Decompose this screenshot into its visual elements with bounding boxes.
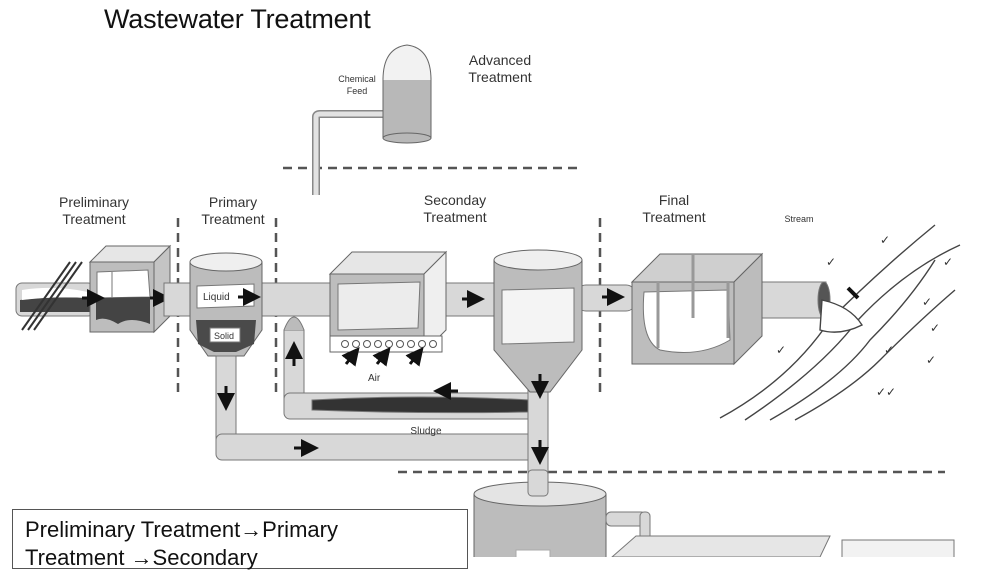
svg-text:✓: ✓ (880, 233, 890, 247)
caption-line-2: Treatment →Secondary (25, 545, 258, 570)
label-secondary-2: Treatment (423, 209, 486, 225)
influent-pipe (15, 261, 95, 331)
component-labels: Chemical Feed Stream Liquid Solid Air Sl… (203, 74, 814, 437)
secondary-clarifier (493, 249, 625, 399)
svg-text:✓: ✓ (884, 343, 894, 357)
label-preliminary-1: Preliminary (59, 194, 129, 210)
slide-title: Wastewater Treatment (104, 4, 371, 34)
label-primary-1: Primary (209, 194, 257, 210)
svg-text:✓✓: ✓✓ (876, 385, 896, 399)
caption-box: Preliminary Treatment→Primary Treatment … (12, 509, 468, 570)
primary-clarifier (189, 252, 263, 447)
wastewater-treatment-diagram: ✓✓✓ ✓✓✓ ✓✓✓✓ Preliminary Treatment Prima… (15, 44, 961, 557)
stage-dividers (176, 166, 945, 474)
svg-text:✓: ✓ (943, 255, 953, 269)
svg-text:✓: ✓ (926, 353, 936, 367)
return-sludge-pipe (283, 316, 543, 420)
stage-labels: Preliminary Treatment Primary Treatment … (59, 52, 706, 227)
stream (719, 224, 961, 421)
label-primary-2: Treatment (201, 211, 264, 227)
preliminary-tank (82, 244, 172, 334)
vegetation: ✓✓✓ ✓✓✓ ✓✓✓✓ (776, 233, 953, 399)
label-advanced-1: Advanced (469, 52, 531, 68)
svg-text:✓: ✓ (776, 343, 786, 357)
label-sludge: Sludge (410, 426, 442, 437)
label-chemical-feed-1: Chemical (338, 74, 376, 84)
label-stream: Stream (784, 214, 813, 224)
svg-text:✓: ✓ (930, 321, 940, 335)
label-liquid: Liquid (203, 292, 230, 303)
caption-line-1: Preliminary Treatment→Primary (25, 517, 338, 542)
aeration-tank (328, 250, 485, 367)
label-air: Air (368, 373, 381, 384)
label-solid: Solid (214, 331, 234, 341)
label-chemical-feed-2: Feed (347, 86, 368, 96)
sludge-digester (473, 469, 955, 557)
svg-text:✓: ✓ (922, 295, 932, 309)
label-preliminary-2: Treatment (62, 211, 125, 227)
final-treatment-tank (630, 252, 764, 366)
svg-text:✓: ✓ (826, 255, 836, 269)
label-advanced-2: Treatment (468, 69, 531, 85)
chemical-feed-tank (312, 44, 432, 195)
label-secondary-1: Seconday (424, 192, 486, 208)
label-final-1: Final (659, 192, 689, 208)
label-final-2: Treatment (642, 209, 705, 225)
